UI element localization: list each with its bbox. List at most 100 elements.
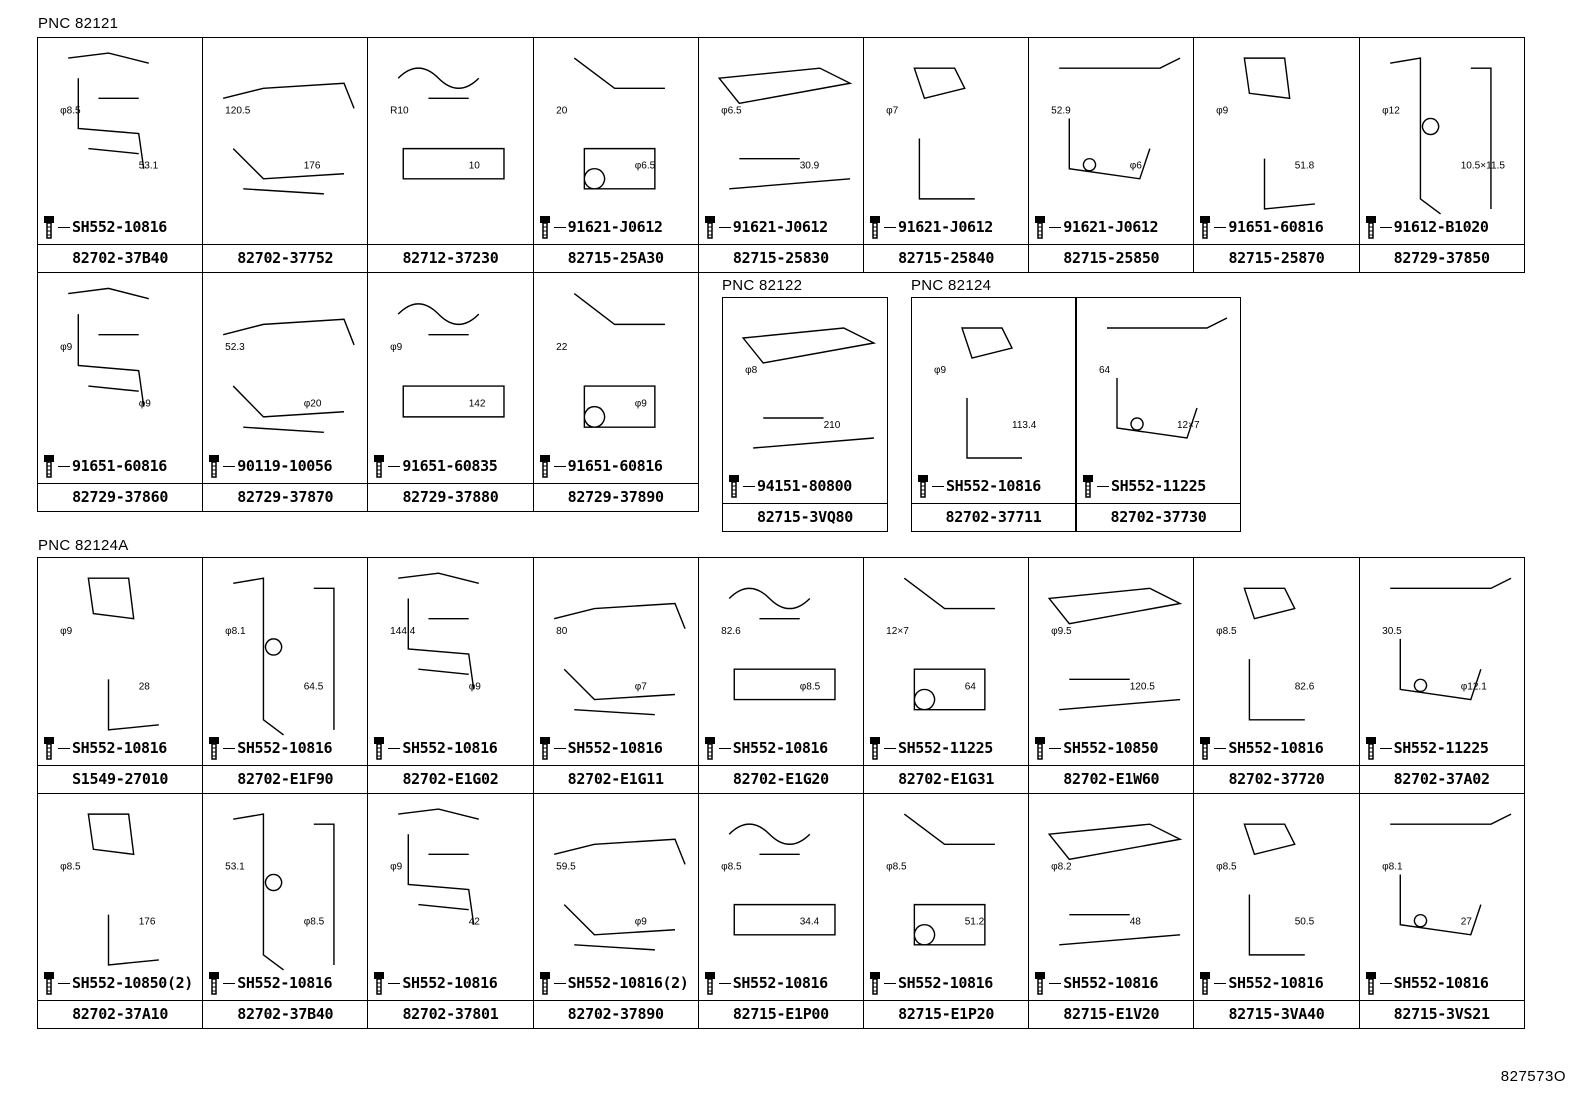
dimension-label: φ6 — [1130, 161, 1143, 172]
part-number[interactable]: 82715-25850 — [1029, 244, 1194, 272]
part-number[interactable]: 82712-37230 — [368, 244, 533, 272]
part-number[interactable]: 82702-37752 — [203, 244, 368, 272]
dimension-label: 64 — [1099, 365, 1111, 376]
leader-line — [58, 747, 70, 749]
bolt-part-number: 91651-60816 — [72, 457, 167, 475]
part-number[interactable]: 82715-3VA40 — [1194, 1000, 1359, 1028]
part-number[interactable]: 82715-E1V20 — [1029, 1000, 1194, 1028]
bolt-icon — [209, 737, 220, 760]
part-drawing: φ8.127 — [1382, 813, 1511, 936]
part-drawing: φ6.530.9 — [717, 67, 853, 190]
bolt-part-number: SH552-10816 — [898, 974, 993, 992]
part-drawing: φ7 — [886, 67, 975, 200]
dimension-label: φ9 — [391, 861, 404, 872]
bolt-callout: SH552-10850(2) — [42, 970, 193, 996]
part-number[interactable]: 82702-37B40 — [38, 244, 203, 272]
bolt-callout: 90119-10056 — [207, 453, 333, 479]
dimension-label: φ8.5 — [304, 917, 325, 928]
part-number[interactable]: 82729-37890 — [533, 483, 698, 511]
part-number[interactable]: 82729-37860 — [38, 483, 203, 511]
bolt-part-number: SH552-10850 — [1063, 739, 1159, 757]
part-number[interactable]: 82715-E1P20 — [864, 1000, 1029, 1028]
bolt-icon — [44, 972, 54, 995]
dimension-label: φ9 — [469, 681, 482, 692]
dimension-label: 176 — [139, 917, 156, 928]
dimension-label: 20 — [556, 105, 568, 116]
bolt-icon — [44, 455, 54, 478]
dimension-label: R10 — [391, 105, 410, 116]
bolt-icon — [1365, 972, 1376, 995]
bolt-icon — [374, 972, 385, 995]
leader-line — [58, 982, 70, 984]
part-drawing: 52.9φ6 — [1051, 57, 1181, 180]
bolt-icon — [1035, 737, 1046, 760]
part-number[interactable]: 82702-37711 — [912, 503, 1075, 531]
bolt-part-number: SH552-10816 — [1393, 974, 1489, 992]
dimension-label: φ8.2 — [1051, 861, 1072, 872]
leader-line — [1049, 747, 1062, 749]
part-number[interactable]: 82715-3VS21 — [1359, 1000, 1524, 1028]
bolt-callout: 91612-B1020 — [1364, 214, 1489, 240]
leader-line — [223, 465, 236, 467]
part-number[interactable]: 82702-37801 — [368, 1000, 533, 1028]
leader-line — [743, 485, 755, 487]
part-number[interactable]: 82729-37850 — [1359, 244, 1524, 272]
bolt-part-number: SH552-10816 — [237, 974, 333, 992]
bolt-callout: 91651-60816 — [538, 453, 663, 479]
bolt-part-number: SH552-11225 — [898, 739, 993, 757]
bolt-part-number: SH552-10816 — [1228, 974, 1324, 992]
part-number[interactable]: 82702-37A02 — [1359, 765, 1524, 793]
part-number[interactable]: 82729-37880 — [368, 483, 533, 511]
part-number[interactable]: 82702-37B40 — [203, 1000, 368, 1028]
dimension-label: 51.8 — [1295, 161, 1315, 172]
part-number[interactable]: 82702-37890 — [533, 1000, 698, 1028]
bolt-part-number: SH552-10850(2) — [72, 974, 193, 992]
bolt-icon — [539, 972, 550, 995]
part-number[interactable]: 82715-25830 — [698, 244, 863, 272]
bolt-callout: SH552-10816 — [1198, 735, 1324, 761]
part-number[interactable]: 82702-E1G11 — [533, 765, 698, 793]
part-number[interactable]: 82702-37730 — [1077, 503, 1240, 531]
leader-line — [932, 485, 944, 487]
dimension-label: φ7 — [886, 105, 899, 116]
part-number[interactable]: 82702-37720 — [1194, 765, 1359, 793]
part-number[interactable]: 82702-37A10 — [38, 1000, 203, 1028]
bolt-part-number: 91651-60816 — [567, 457, 663, 475]
part-number[interactable]: 82702-E1G20 — [698, 765, 863, 793]
part-number[interactable]: 82715-25840 — [864, 244, 1029, 272]
bolt-callout: SH552-10816 — [538, 735, 663, 761]
part-number[interactable]: 82715-E1P00 — [698, 1000, 863, 1028]
dimension-label: 30.5 — [1382, 626, 1402, 637]
bolt-callout: 91621-J0612 — [1033, 214, 1159, 240]
part-number[interactable]: 82702-E1F90 — [203, 765, 368, 793]
part-number[interactable]: 82702-E1W60 — [1029, 765, 1194, 793]
part-number[interactable]: S1549-27010 — [38, 765, 203, 793]
bolt-part-number: SH552-10816 — [1063, 974, 1159, 992]
dimension-label: 51.2 — [965, 917, 985, 928]
dimension-label: φ12 — [1382, 105, 1400, 116]
part-number[interactable]: 82702-E1G31 — [864, 765, 1029, 793]
leader-line — [1379, 982, 1392, 984]
part-number[interactable]: 82729-37870 — [203, 483, 368, 511]
part-number[interactable]: 82715-25870 — [1194, 244, 1359, 272]
part-number[interactable]: 82702-E1G02 — [368, 765, 533, 793]
part-number[interactable]: 82715-25A30 — [533, 244, 698, 272]
part-number[interactable]: 82715-3VQ80 — [723, 503, 887, 531]
leader-line — [1214, 226, 1227, 228]
